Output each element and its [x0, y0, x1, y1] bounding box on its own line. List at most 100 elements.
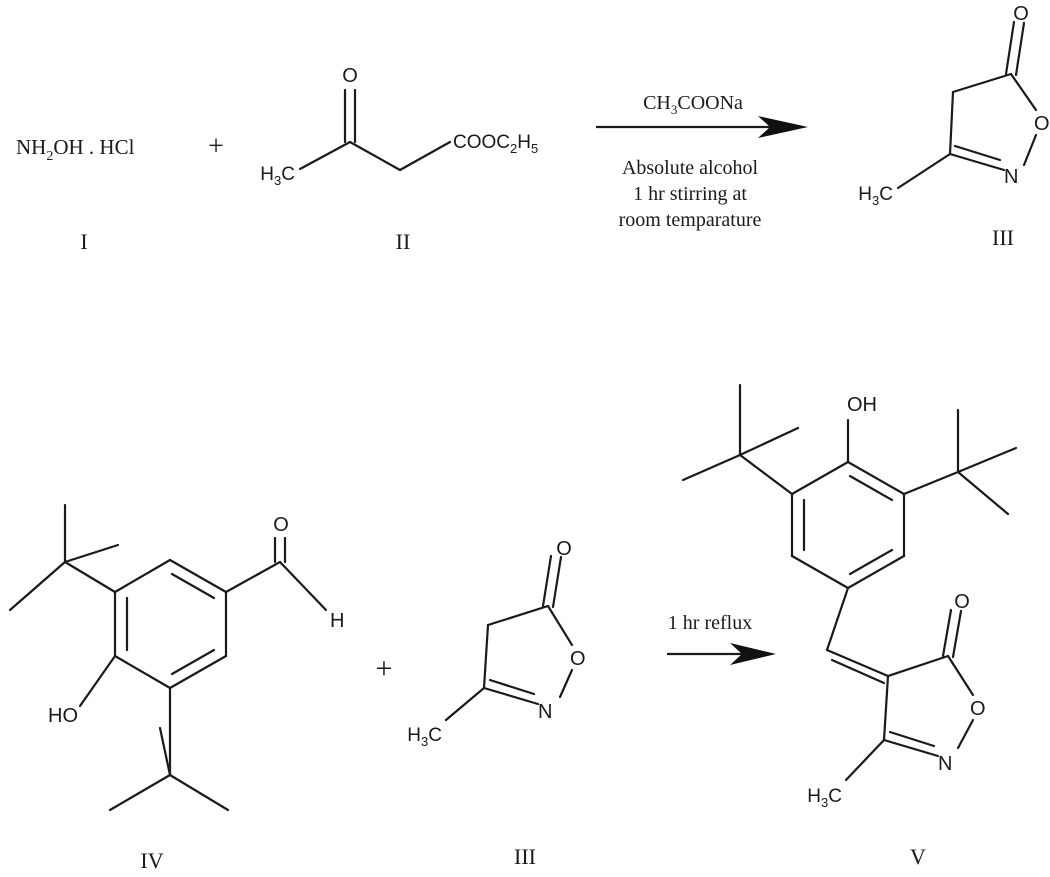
ester-group: COOC2H5 [453, 132, 538, 156]
carbonyl-double-bond [941, 608, 953, 658]
ring-double-bond [948, 152, 1006, 172]
carbonyl-double-bond [951, 609, 963, 659]
carbonyl-double-bond [1014, 21, 1026, 77]
arrow-condition-line-3: room temparature [619, 209, 762, 231]
ring-double-bond [953, 144, 1002, 162]
carbonyl-double-bond [551, 555, 563, 609]
ring-nitrogen: N [1004, 166, 1018, 188]
hydroxyl-bond [78, 654, 117, 708]
ring-double-bond [482, 686, 540, 706]
hydroxyl-group: OH [847, 394, 877, 416]
compound-III-product: O O N H3C III [858, 3, 1049, 250]
bond [298, 140, 352, 171]
ring-bond [113, 654, 172, 690]
ring-bond [168, 654, 228, 690]
ring-bond [486, 604, 550, 627]
hydroxylamine-hcl-formula: NH2OH . HCl [16, 135, 135, 164]
tert-butyl-bond [738, 453, 794, 496]
methyl-group: H3C [260, 164, 295, 188]
compound-label-III: III [992, 225, 1014, 250]
reaction-1: NH2OH . HCl I + O H3C COOC2H5 II CH3COON… [16, 3, 1050, 254]
compound-label-II: II [396, 229, 411, 254]
ring-bond [546, 604, 574, 647]
tert-butyl-bond [108, 773, 172, 812]
plus-sign-2: + [376, 652, 393, 685]
ring-inner-bond [170, 572, 216, 600]
methyl-group: H3C [807, 786, 842, 810]
ring-bond [951, 72, 1013, 94]
tert-butyl-bond [681, 453, 742, 482]
ring-bond [882, 674, 890, 742]
tert-butyl-bond [956, 446, 1018, 474]
carbonyl-double-bond [1004, 20, 1016, 76]
ring-bond [948, 90, 955, 156]
arrow-condition-line-1: Absolute alcohol [622, 157, 759, 179]
ring-bond [113, 558, 172, 594]
ring-bond [846, 554, 906, 590]
ring-bond [956, 718, 975, 750]
compound-IV: O H HO IV [8, 503, 344, 873]
ring-bond [482, 623, 490, 690]
tert-butyl-bond [168, 773, 230, 812]
aldehyde-hydrogen: H [330, 610, 344, 632]
carbonyl-double-bond [541, 554, 553, 608]
aldehyde-oxygen: O [273, 514, 289, 536]
arrow-condition: 1 hr reflux [668, 612, 752, 634]
ring-bond [790, 554, 850, 590]
ring-bond [168, 558, 228, 594]
ring-double-bond [888, 730, 936, 748]
compound-V: OH O O N [681, 383, 1018, 869]
methyl-bond [896, 152, 952, 190]
ring-bond [846, 460, 906, 496]
hydroxyl-group: HO [48, 705, 78, 727]
tert-butyl-bond [902, 470, 960, 496]
ketone-oxygen: O [342, 65, 358, 87]
methyl-bond [444, 686, 486, 722]
exocyclic-double-bond [830, 658, 886, 685]
compound-II: O H3C COOC2H5 II [260, 65, 538, 254]
arrow-reagent: CH3COONa [643, 92, 743, 117]
bond [398, 140, 452, 172]
tert-butyl-bond [738, 426, 800, 457]
ring-bond [1009, 72, 1038, 112]
ring-inner-bond [170, 648, 216, 676]
vinyl-bond [825, 586, 850, 652]
tert-butyl-bond [956, 470, 1010, 516]
reaction-arrow-2: 1 hr reflux [667, 612, 776, 665]
ring-bond [1022, 133, 1038, 167]
reaction-2: O H HO IV + [8, 383, 1018, 873]
exocyclic-double-bond [825, 648, 890, 678]
ring-bond [790, 460, 850, 496]
ring-oxygen: O [570, 648, 586, 670]
methyl-group: H3C [858, 184, 893, 208]
arrow-condition-line-2: 1 hr stirring at [633, 183, 747, 205]
carbonyl-oxygen: O [556, 538, 572, 560]
tert-butyl-bond [63, 560, 117, 594]
reaction-arrow-1: CH3COONa Absolute alcohol 1 hr stirring … [596, 92, 808, 231]
ring-inner-bond [848, 474, 894, 502]
ring-double-bond [488, 678, 536, 696]
tert-butyl-bond [63, 543, 120, 564]
tert-butyl-bond [8, 560, 67, 612]
compound-III-reagent: O O N H3C III [407, 538, 585, 869]
ring-oxygen: O [970, 698, 986, 720]
methyl-bond [844, 738, 886, 782]
carbonyl-oxygen: O [1013, 3, 1029, 25]
bond [348, 140, 402, 172]
plus-sign-1: + [208, 131, 224, 162]
aldehyde-h-bond [278, 560, 328, 612]
compound-label-V: V [910, 844, 926, 869]
ring-double-bond [882, 738, 940, 758]
compound-label-IV: IV [140, 848, 163, 873]
ring-inner-bond [848, 548, 894, 576]
ring-bond [946, 654, 975, 697]
compound-label-III: III [514, 844, 536, 869]
arrow-head [758, 116, 808, 138]
methyl-group: H3C [407, 725, 442, 749]
compound-I: NH2OH . HCl I [16, 135, 135, 254]
ring-bond [558, 668, 574, 699]
carbonyl-oxygen: O [954, 591, 970, 613]
ring-oxygen: O [1034, 113, 1050, 135]
aldehyde-bond [224, 560, 282, 594]
